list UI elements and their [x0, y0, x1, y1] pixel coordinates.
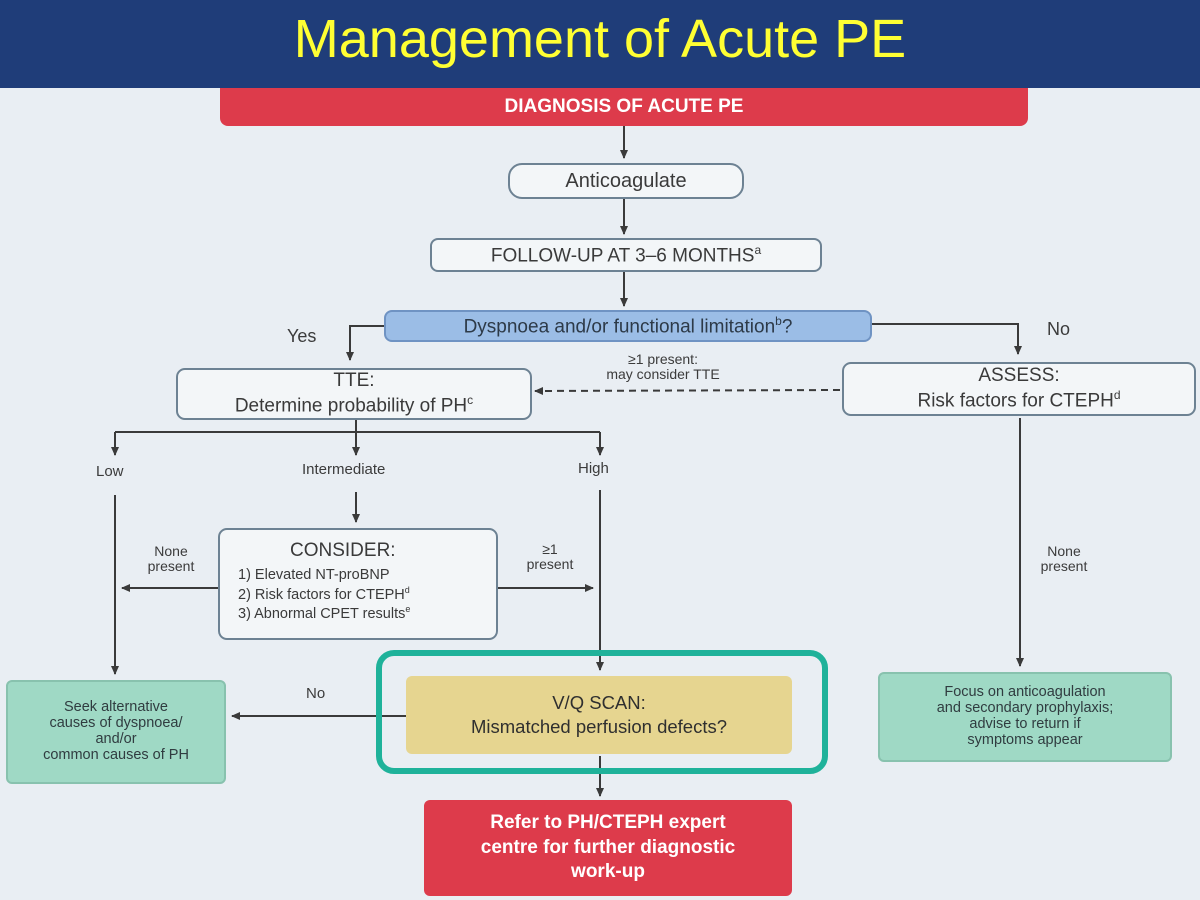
title-bar — [0, 0, 1200, 88]
assess-line1: ASSESS: — [978, 365, 1060, 387]
vq-highlight-frame — [376, 650, 828, 774]
gt1-present-label: ≥1 present — [510, 542, 590, 571]
consider-item-2: 2) Risk factors for CTEPH — [238, 586, 405, 603]
refer-line1: Refer to PH/CTEPH expert — [490, 811, 726, 833]
consider-item-3: 3) Abnormal CPET results — [238, 605, 406, 622]
seek-line1: Seek alternative — [64, 699, 168, 716]
refer-line3: work-up — [571, 861, 645, 883]
assess-line2: Risk factors for CTEPH — [917, 390, 1114, 412]
vq-line2: Mismatched perfusion defects? — [470, 716, 728, 737]
focus-line4: symptoms appear — [967, 731, 1083, 748]
none-present-right: None present — [1026, 544, 1102, 573]
tte-box: TTE: Determine probability of PHc — [176, 368, 532, 420]
diagnosis-box: DIAGNOSIS OF ACUTE PE — [220, 88, 1028, 126]
followup-label: FOLLOW-UP AT 3–6 MONTHS — [490, 245, 755, 267]
assess-footnote: d — [1113, 387, 1121, 402]
no-label-top: No — [1047, 319, 1071, 339]
intermediate-label: Intermediate — [302, 461, 386, 478]
anticoagulate-box: Anticoagulate — [508, 163, 744, 199]
dyspnoea-question: ? — [781, 316, 793, 338]
none-present-right-1: None — [1047, 543, 1081, 559]
yes-label: Yes — [287, 326, 317, 346]
focus-line1: Focus on anticoagulation — [944, 684, 1106, 701]
gt1-tte-label: ≥1 present: may consider TTE — [574, 352, 752, 381]
followup-footnote: a — [754, 242, 762, 257]
tte-line2: Determine probability of PH — [234, 395, 468, 417]
tte-line1: TTE: — [333, 370, 375, 392]
arrow-no-assess — [872, 323, 1022, 355]
seek-line3: and/or — [95, 731, 137, 747]
diagnosis-label: DIAGNOSIS OF ACUTE PE — [504, 96, 744, 117]
none-present-right-2: present — [1040, 557, 1088, 574]
followup-box: FOLLOW-UP AT 3–6 MONTHSa — [430, 238, 822, 272]
none-present-left-2: present — [147, 557, 195, 574]
dyspnoea-box: Dyspnoea and/or functional limitationb? — [384, 310, 872, 342]
refer-box: Refer to PH/CTEPH expert centre for furt… — [424, 800, 792, 896]
seek-alternative-box: Seek alternative causes of dyspnoea/ and… — [6, 680, 226, 784]
focus-line3: advise to return if — [969, 716, 1081, 732]
refer-line2: centre for further diagnostic — [480, 836, 736, 858]
vq-line1: V/Q SCAN: — [552, 691, 646, 713]
vq-scan-box: V/Q SCAN: Mismatched perfusion defects? — [406, 676, 792, 754]
low-label: Low — [96, 463, 124, 480]
gt1-present-2: present — [526, 555, 574, 572]
gt1-present-1: ≥1 — [542, 541, 558, 557]
focus-anticoagulation-box: Focus on anticoagulation and secondary p… — [878, 672, 1172, 762]
seek-line4: common causes of PH — [43, 746, 189, 763]
gt1-tte-line2: may consider TTE — [606, 365, 720, 382]
arrow-dashed-assess-tte — [534, 386, 841, 395]
dyspnoea-label: Dyspnoea and/or functional limitation — [463, 316, 776, 338]
focus-line2: and secondary prophylaxis; — [936, 700, 1114, 717]
none-present-left-1: None — [154, 543, 188, 559]
gt1-tte-line1: ≥1 present: — [628, 351, 698, 367]
consider-box: CONSIDER: 1) Elevated NT-proBNP 2) Risk … — [218, 528, 498, 640]
tte-footnote: c — [467, 392, 474, 407]
slide-title: Management of Acute PE — [293, 9, 907, 69]
no-label-vq: No — [306, 685, 326, 702]
dyspnoea-footnote: b — [775, 313, 782, 328]
consider-item-2-footnote: d — [404, 584, 410, 595]
consider-item-1: 1) Elevated NT-proBNP — [238, 567, 390, 583]
arrow-yes-tte — [346, 325, 384, 361]
assess-box: ASSESS: Risk factors for CTEPHd — [842, 362, 1196, 416]
high-label: High — [578, 460, 609, 477]
consider-item-3-footnote: e — [405, 603, 411, 614]
consider-title: CONSIDER: — [290, 540, 396, 561]
none-present-left: None present — [134, 544, 208, 573]
seek-line2: causes of dyspnoea/ — [49, 715, 183, 732]
anticoagulate-label: Anticoagulate — [565, 169, 687, 192]
